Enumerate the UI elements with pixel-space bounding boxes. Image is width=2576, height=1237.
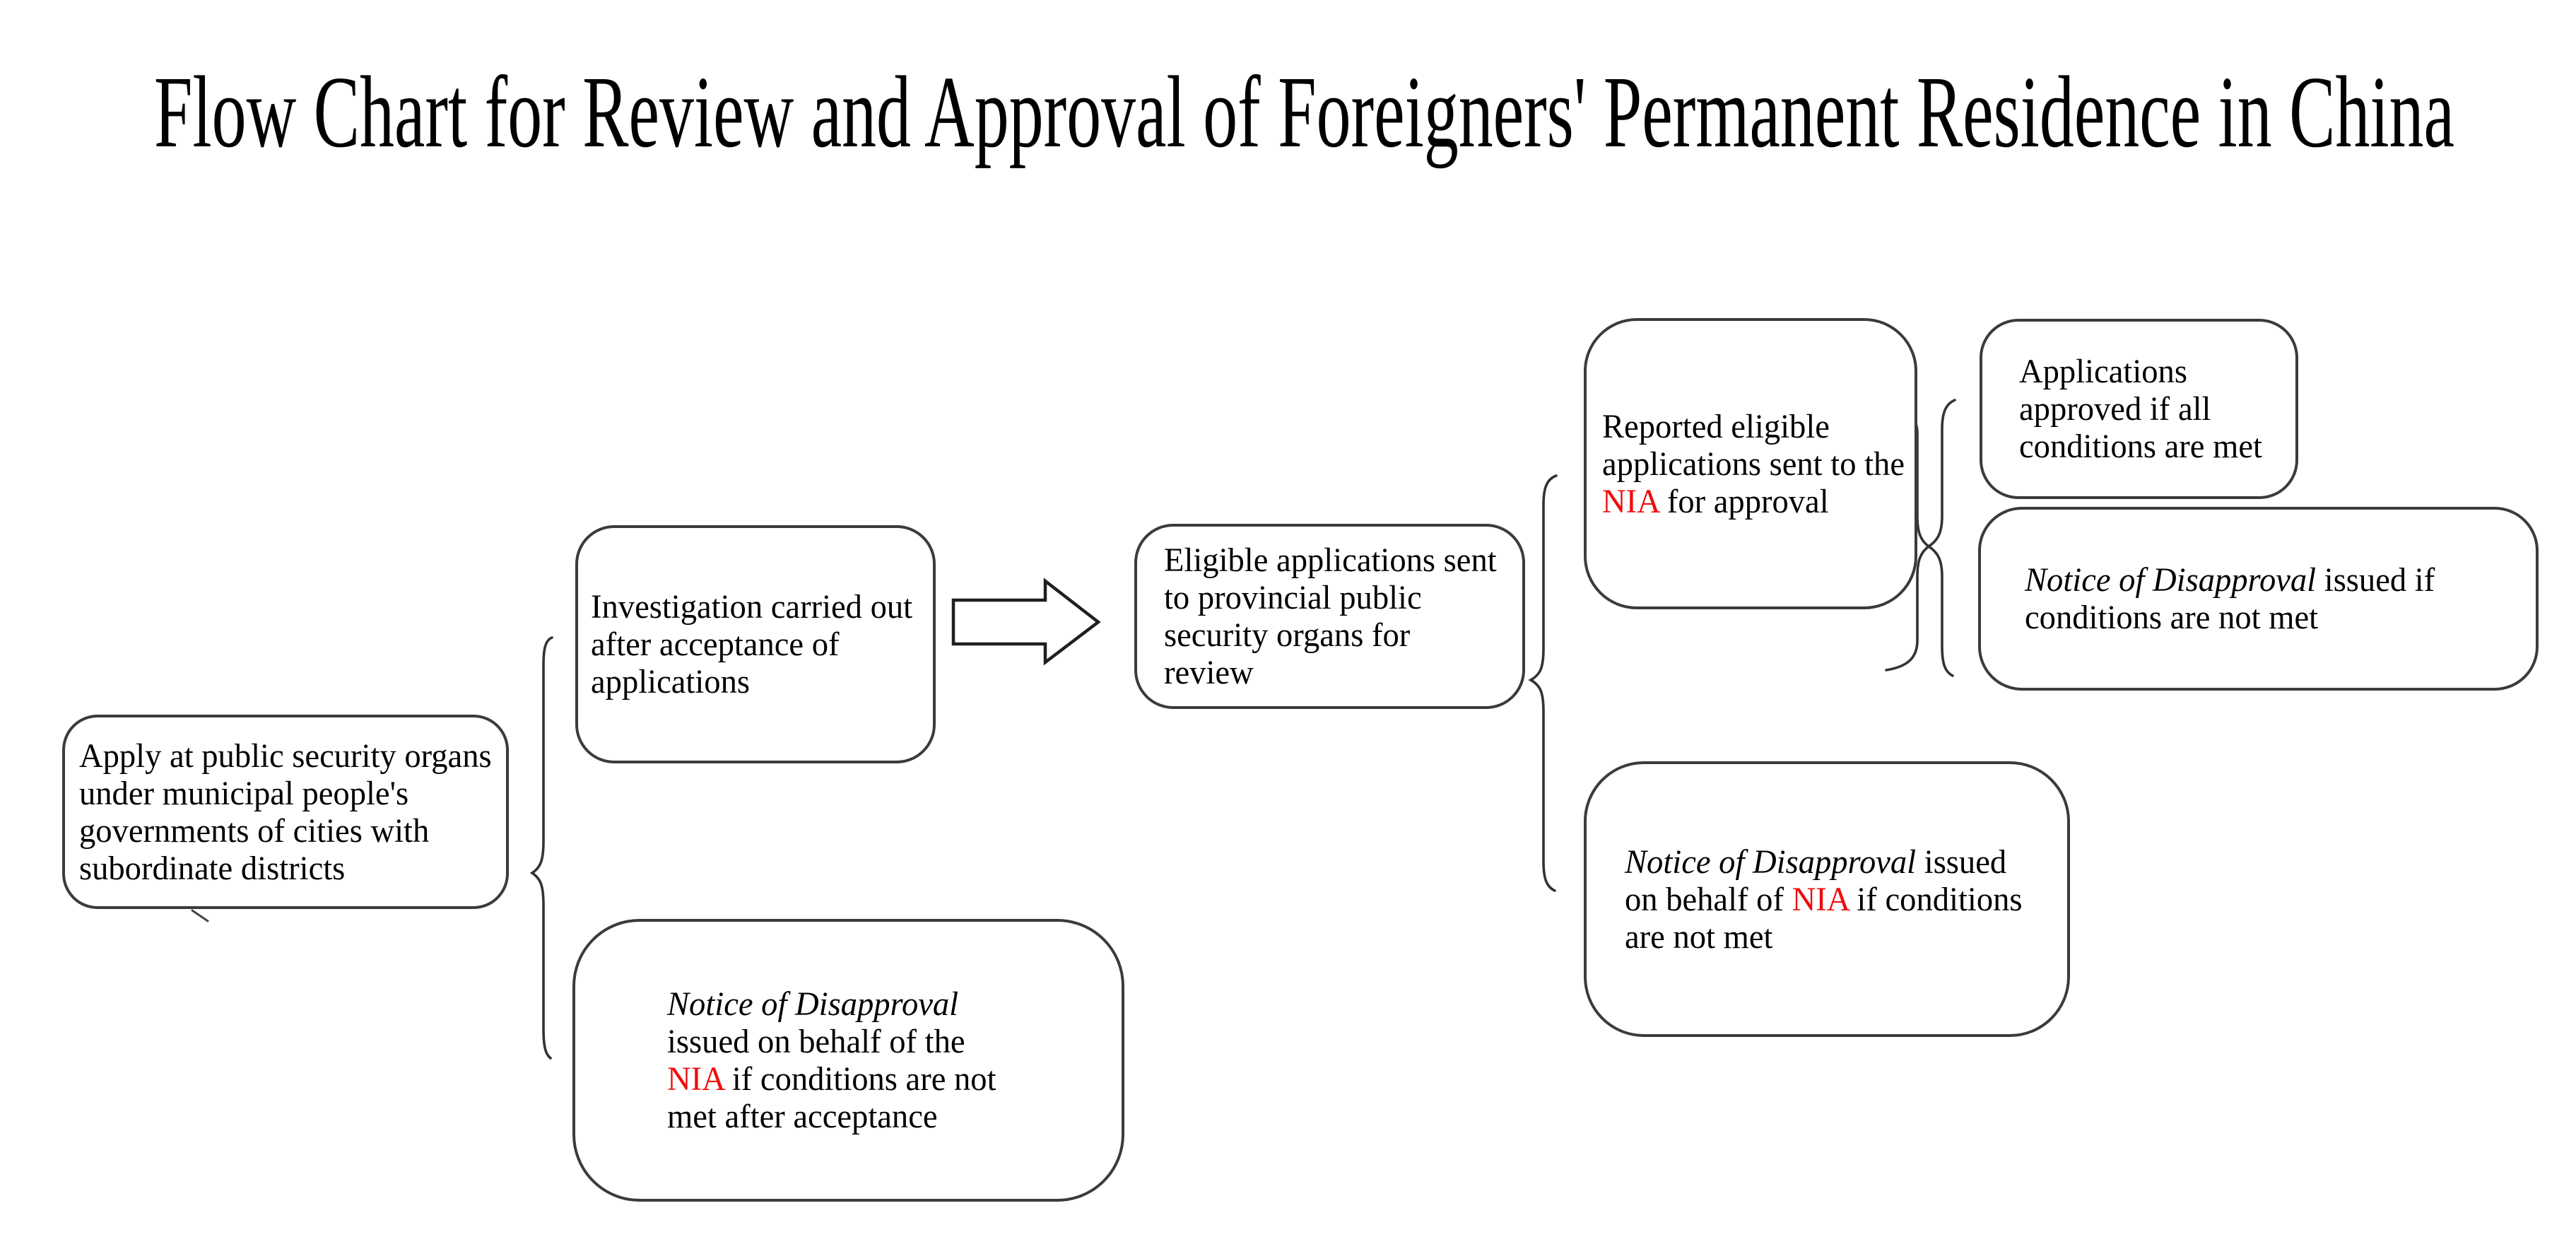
brace-connector-approval-split (1926, 399, 1956, 677)
brace-connector-review-split (1528, 474, 1558, 892)
page-title: Flow Chart for Review and Approval of Fo… (154, 61, 2486, 168)
stray-mark (191, 909, 209, 922)
page-title-text: Flow Chart for Review and Approval of Fo… (154, 56, 2454, 169)
flow-arrow-icon (951, 578, 1101, 666)
brace-connector-apply-split (529, 636, 553, 1060)
